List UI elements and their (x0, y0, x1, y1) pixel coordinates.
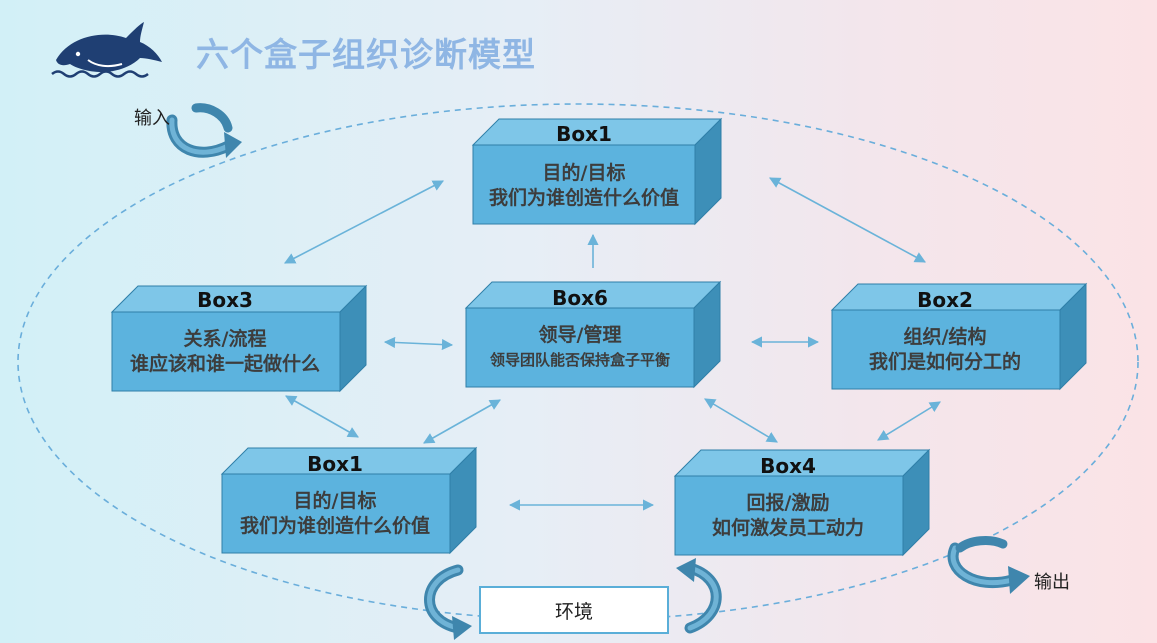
output-curl-arrow-icon (947, 536, 1030, 594)
box2-content: 组织/结构 我们是如何分工的 (832, 312, 1058, 388)
box1-top-line1: 目的/目标 (542, 162, 626, 184)
environment-label: 环境 (554, 600, 593, 623)
box1-bottom-content: 目的/目标 我们为谁创造什么价值 (222, 476, 448, 552)
box-box3 (110, 284, 368, 393)
box3-line1: 关系/流程 (183, 328, 267, 350)
box1-top-content: 目的/目标 我们为谁创造什么价值 (473, 148, 695, 224)
box1-bottom-line1: 目的/目标 (293, 490, 377, 512)
box-front-face (111, 311, 341, 392)
box1-bottom-line2: 我们为谁创造什么价值 (239, 515, 430, 537)
connector-arrows (284, 177, 941, 511)
arrow-box1-box2 (769, 177, 926, 263)
box1-top-line2: 我们为谁创造什么价值 (488, 187, 679, 209)
arrow-box6-box4 (704, 398, 778, 443)
box2-label: Box2 (917, 288, 973, 312)
box-box1-bottom (220, 446, 478, 555)
input-label: 输入 (134, 108, 170, 129)
box4-line2: 如何激发员工动力 (711, 517, 864, 539)
dolphin-logo-icon (48, 16, 168, 84)
arrow-box2-box4 (877, 401, 941, 441)
box1-top-label: Box1 (556, 122, 612, 146)
arrow-box3-box1 (284, 180, 444, 264)
box-front-face (831, 309, 1061, 390)
box4-label: Box4 (760, 454, 816, 478)
box-box2 (830, 282, 1088, 391)
arrow-box6-box1b (423, 399, 501, 444)
arrow-box3-box1b (285, 395, 359, 438)
box-front-face (472, 144, 696, 225)
env-left-curl-arrow-icon (424, 564, 472, 640)
box-box4 (673, 448, 931, 557)
box6-line1: 领导/管理 (538, 324, 622, 346)
environment-box: 环境 (479, 586, 669, 634)
arrow-box3-box6 (383, 336, 454, 351)
box3-label: Box3 (197, 288, 253, 312)
box4-line1: 回报/激励 (746, 492, 830, 514)
box6-line2: 领导团队能否保持盒子平衡 (489, 351, 670, 369)
box6-label: Box6 (552, 286, 608, 310)
input-curl-arrow-icon (166, 103, 242, 158)
box4-content: 回报/激励 如何激发员工动力 (675, 478, 901, 554)
box-front-face (465, 307, 695, 388)
box-front-face (674, 475, 904, 556)
page-title: 六个盒子组织诊断模型 (196, 35, 536, 74)
box-box6 (464, 280, 722, 389)
box1-bottom-label: Box1 (307, 452, 363, 476)
box6-content: 领导/管理 领导团队能否保持盒子平衡 (466, 310, 694, 386)
box3-content: 关系/流程 谁应该和谁一起做什么 (112, 314, 338, 390)
env-right-curl-arrow-icon (676, 558, 722, 634)
box-box1-top (471, 117, 723, 226)
output-label: 输出 (1034, 572, 1070, 593)
box-front-face (221, 473, 451, 554)
box2-line2: 我们是如何分工的 (868, 351, 1021, 373)
box3-line2: 谁应该和谁一起做什么 (129, 353, 320, 375)
box2-line1: 组织/结构 (903, 326, 987, 348)
